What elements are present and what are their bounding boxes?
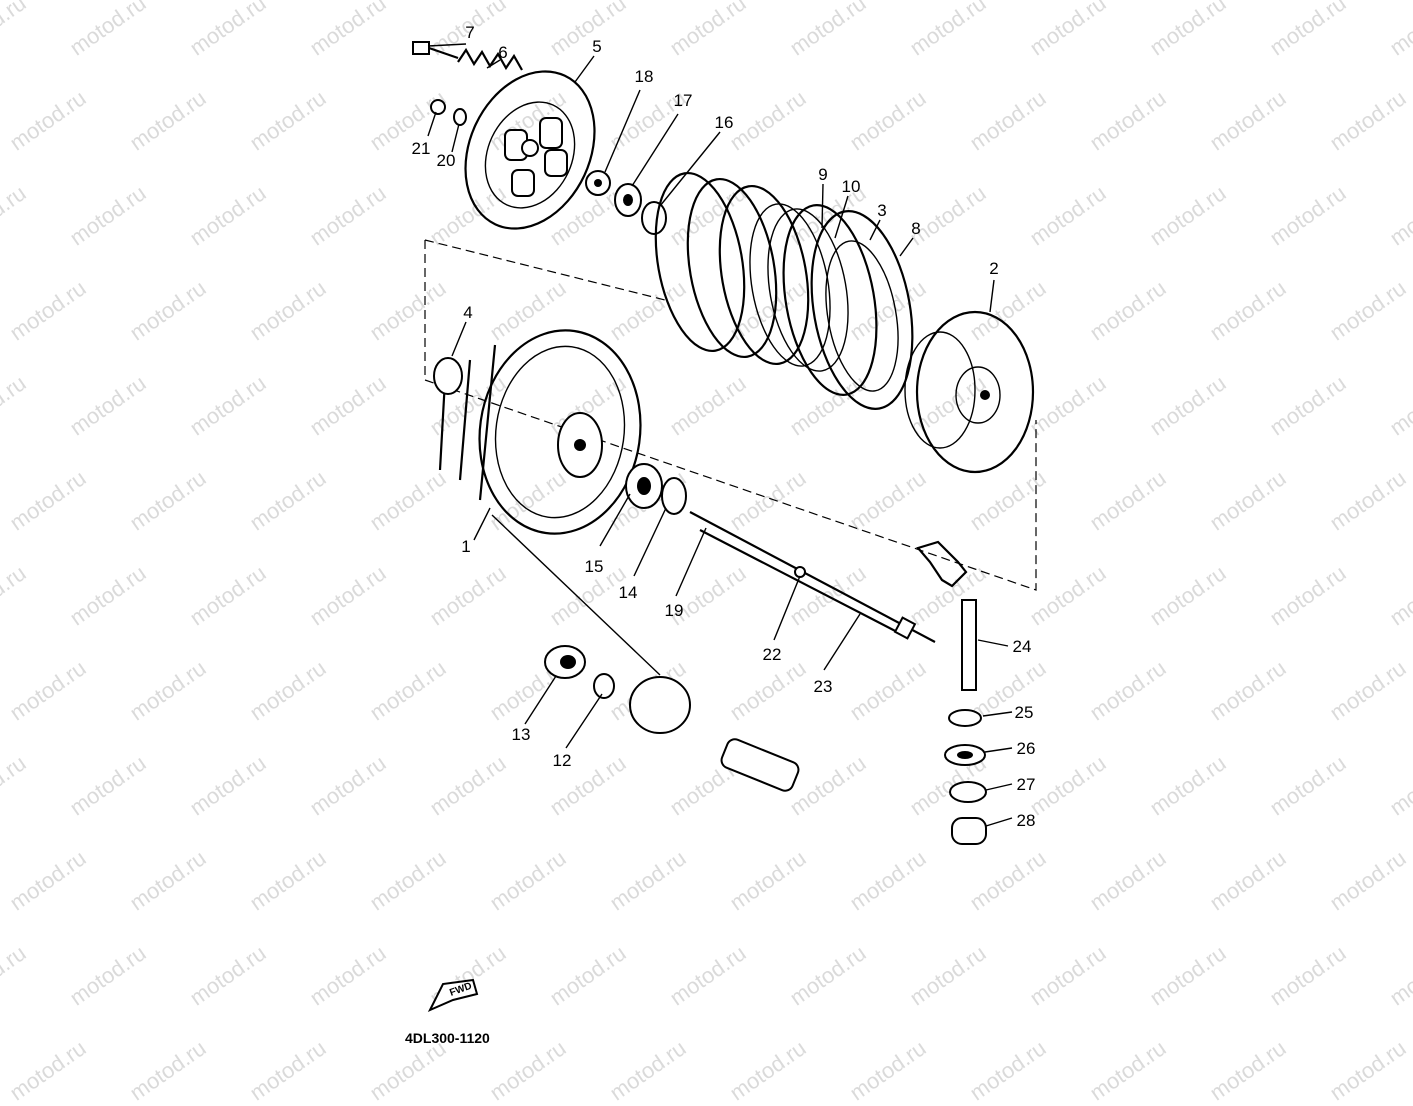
pressure-plate	[464, 70, 596, 230]
exploded-clutch-drawing: 1234567891012131415161718192021222324252…	[412, 23, 1037, 845]
leader-lines	[427, 43, 1013, 827]
callout-27: 27	[1017, 775, 1036, 794]
callout-13: 13	[512, 725, 531, 744]
callout-labels: 1234567891012131415161718192021222324252…	[412, 23, 1036, 830]
callout-18: 18	[635, 67, 654, 86]
callout-12: 12	[553, 751, 572, 770]
callout-21: 21	[412, 139, 431, 158]
callout-17: 17	[674, 91, 693, 110]
callout-28: 28	[1017, 811, 1036, 830]
callout-15: 15	[585, 557, 604, 576]
forward-arrow-icon: FWD	[427, 978, 479, 1013]
push-rod-shaft	[689, 511, 936, 643]
callout-7: 7	[465, 23, 474, 42]
clutch-boss	[904, 310, 1035, 474]
callout-25: 25	[1015, 703, 1034, 722]
callout-2: 2	[989, 259, 998, 278]
thrust-washers	[625, 463, 687, 515]
callout-19: 19	[665, 601, 684, 620]
callout-9: 9	[818, 165, 827, 184]
callout-8: 8	[911, 219, 920, 238]
callout-23: 23	[814, 677, 833, 696]
push-lever	[916, 540, 977, 691]
lever-bottom-parts	[944, 709, 987, 845]
callout-20: 20	[437, 151, 456, 170]
drive-gear-parts	[544, 645, 800, 792]
callout-16: 16	[715, 113, 734, 132]
callout-1: 1	[461, 537, 470, 556]
callout-3: 3	[877, 201, 886, 220]
callout-4: 4	[463, 303, 472, 322]
clutch-housing	[438, 329, 642, 535]
lock-washer	[433, 357, 463, 395]
callout-26: 26	[1017, 739, 1036, 758]
callout-5: 5	[592, 37, 601, 56]
callout-24: 24	[1013, 637, 1032, 656]
small-washers	[585, 170, 667, 235]
callout-22: 22	[763, 645, 782, 664]
diagram-code: 4DL300-1120	[405, 1030, 490, 1046]
callout-6: 6	[498, 43, 507, 62]
friction-plates	[654, 171, 914, 410]
callout-10: 10	[842, 177, 861, 196]
callout-14: 14	[619, 583, 638, 602]
